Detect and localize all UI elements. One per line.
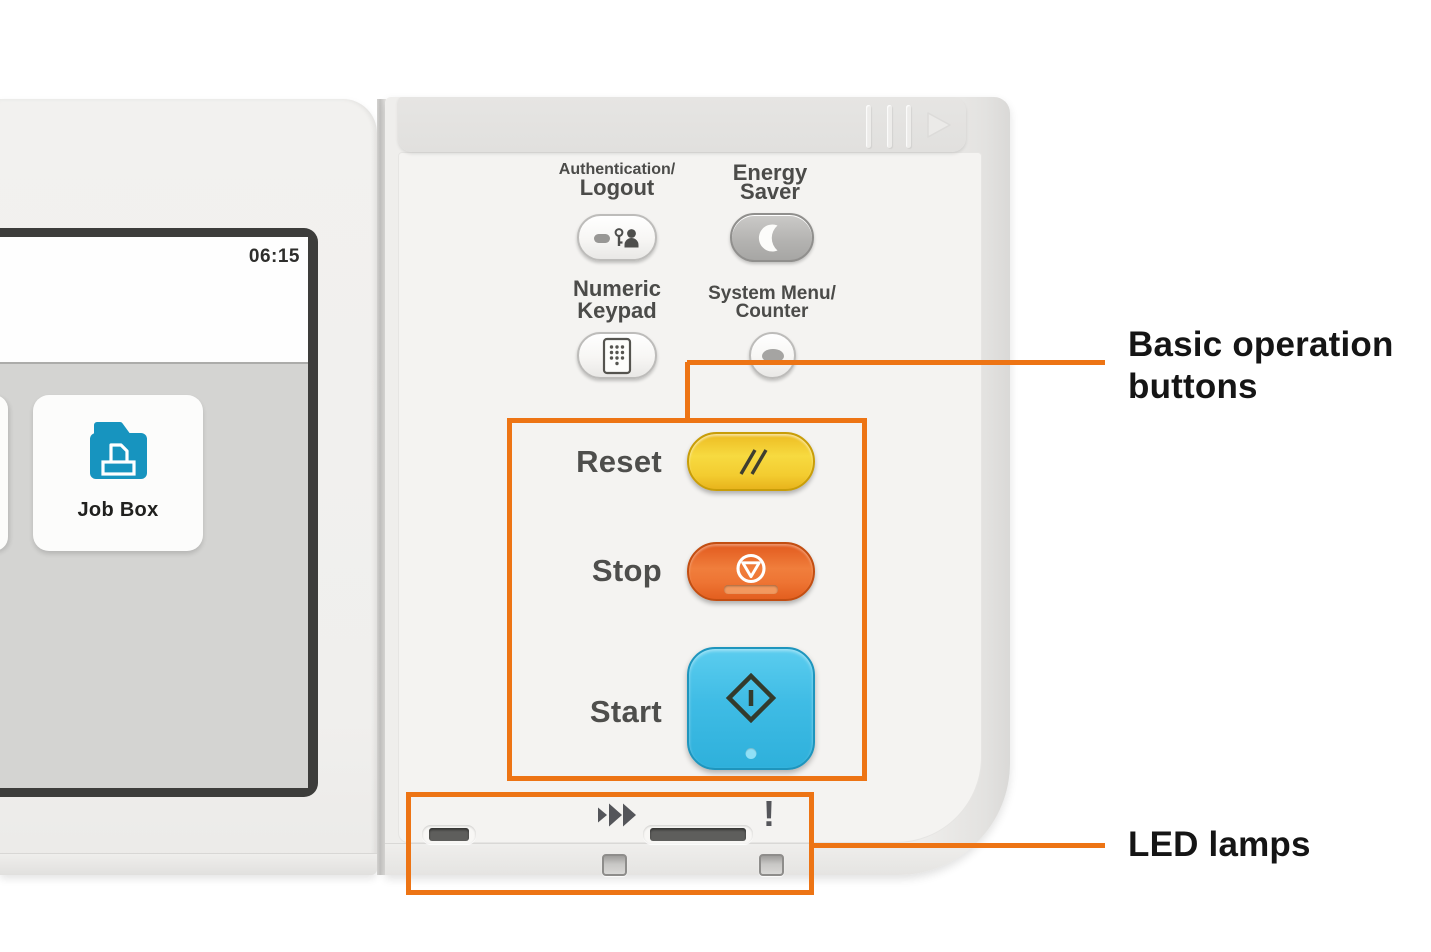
callout-box-basic-operation-buttons — [507, 418, 867, 781]
reset-button[interactable] — [687, 432, 815, 491]
callout-basic-line1: Basic operation — [1128, 325, 1394, 364]
partial-tile[interactable] — [0, 395, 8, 551]
authentication-logout-label: Authentication/ Logout — [497, 161, 737, 200]
emboss-line — [906, 105, 911, 148]
touchscreen[interactable]: 06:15 Job Box — [0, 237, 308, 788]
callout-basic-line2: buttons — [1128, 367, 1258, 406]
led-slot — [650, 828, 746, 841]
exclamation-icon: ! — [763, 793, 775, 834]
moon-icon — [758, 224, 778, 251]
emboss-triangle-icon — [925, 111, 953, 144]
stop-button-slot — [724, 585, 778, 594]
panel-top-bar — [398, 97, 966, 152]
numeric-keypad-button[interactable] — [577, 332, 657, 379]
panel-front-edge — [385, 843, 1010, 875]
keypad-icon — [602, 337, 632, 374]
system-label-line1: System Menu/ — [708, 283, 836, 304]
callout-connector-led — [814, 843, 1105, 848]
energy-label-line2: Saver — [740, 179, 800, 204]
authentication-logout-button[interactable] — [577, 214, 657, 261]
reset-label: Reset — [576, 444, 662, 479]
energy-saver-label: Energy Saver — [650, 160, 890, 204]
stop-button[interactable] — [687, 542, 815, 601]
led-window — [759, 854, 784, 876]
callout-box-led-lamps — [406, 792, 814, 895]
callout-connector-basic — [687, 360, 1105, 365]
system-menu-counter-button[interactable] — [749, 332, 796, 379]
authentication-label-line1: Authentication/ — [558, 161, 676, 178]
print-folder-icon — [83, 421, 153, 492]
stop-sign-icon — [736, 553, 766, 583]
job-box-label: Job Box — [77, 499, 159, 521]
emboss-line — [866, 105, 871, 148]
authentication-label-line2: Logout — [579, 175, 655, 200]
numeric-keypad-label: Numeric Keypad — [497, 276, 737, 323]
start-button[interactable] — [687, 647, 815, 770]
callout-label-basic: Basic operation buttons — [1128, 324, 1394, 408]
job-box-tile[interactable]: Job Box — [33, 395, 203, 551]
start-label: Start — [589, 694, 662, 729]
callout-connector-vertical — [685, 362, 690, 420]
led-slot — [429, 828, 469, 841]
energy-saver-button[interactable] — [730, 213, 814, 262]
energy-label-line1: Energy — [732, 160, 808, 185]
numeric-label-line1: Numeric — [572, 276, 662, 301]
start-button-led — [745, 748, 757, 759]
home-screen-area: Job Box — [0, 364, 308, 788]
led-window — [602, 854, 627, 876]
start-diamond-icon — [725, 672, 777, 723]
screen-status-bar: 06:15 — [0, 237, 308, 362]
clock-time: 06:15 — [248, 246, 300, 267]
double-slash-icon — [739, 448, 768, 475]
system-label-line2: Counter — [735, 301, 809, 322]
indicator-dot-icon — [761, 348, 784, 363]
emboss-line — [887, 105, 892, 148]
touch-panel-device: 06:15 Job Box — [0, 99, 377, 875]
fast-forward-icon — [597, 799, 637, 836]
screen-divider — [0, 362, 308, 364]
key-user-icon — [594, 227, 639, 247]
device-front-edge — [0, 853, 377, 875]
system-menu-counter-label: System Menu/ Counter — [652, 283, 892, 322]
callout-label-led: LED lamps — [1128, 825, 1311, 864]
numeric-label-line2: Keypad — [577, 298, 657, 323]
stop-label: Stop — [591, 553, 662, 588]
panel-hinge-gap — [377, 99, 386, 875]
